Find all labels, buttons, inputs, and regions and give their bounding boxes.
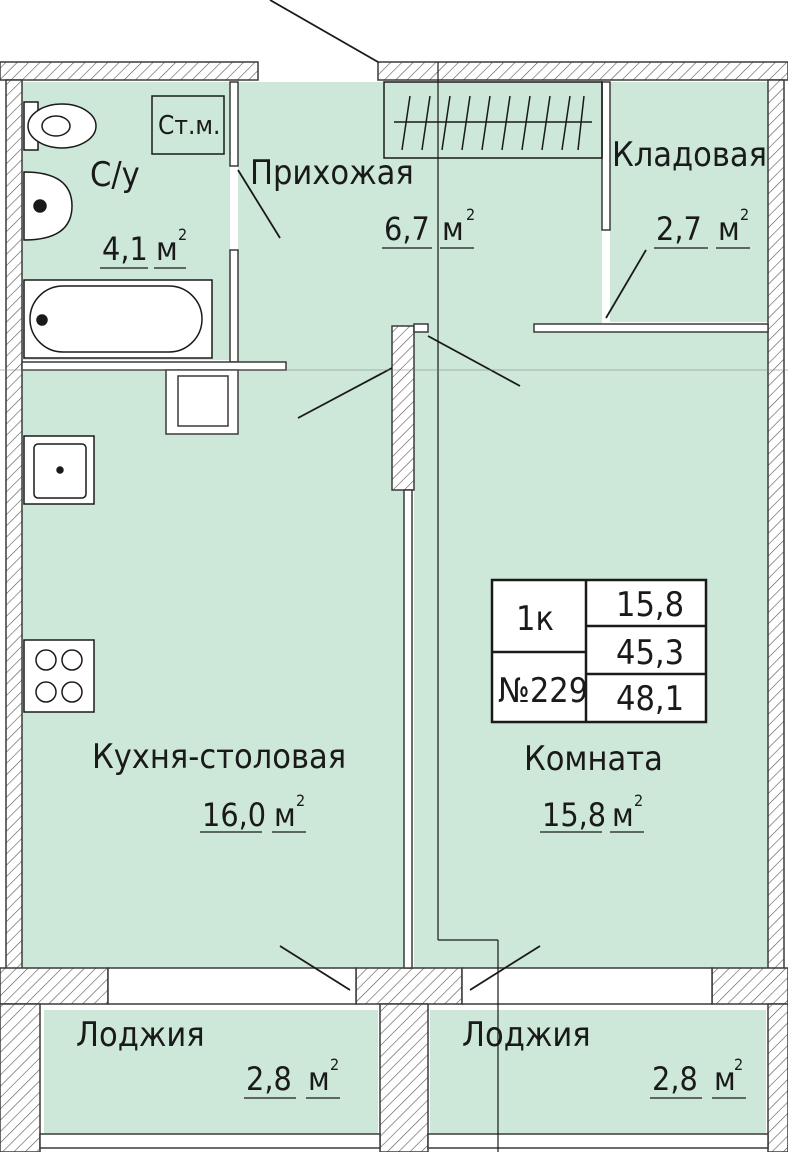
top-wall-right — [377, 61, 788, 81]
walls — [0, 61, 788, 1152]
loggia-left-sup: 2 — [330, 1055, 339, 1074]
entrance-door-leaf — [269, 0, 379, 63]
loggia-right-floor — [430, 1010, 766, 1134]
storage-floor — [610, 82, 768, 322]
storage-wall-bottom — [533, 323, 769, 333]
total-area: 45,3 — [616, 633, 684, 673]
stove-icon — [23, 639, 95, 713]
utility-tag-box — [151, 95, 225, 155]
hallway-unit: м — [442, 210, 464, 248]
loggia-right-rail — [427, 1133, 769, 1149]
storage-name: Кладовая — [612, 135, 767, 175]
loggia-right-unit: м — [714, 1060, 736, 1098]
storage-sup: 2 — [740, 205, 749, 224]
right-wall — [767, 79, 785, 971]
loggia-left-area: 2,8 — [246, 1060, 292, 1098]
loggia-right-door — [469, 945, 541, 991]
kitchen-area: 16,0 — [202, 796, 266, 834]
bathroom-unit: м — [156, 230, 178, 268]
loggia-left-rail — [39, 1133, 381, 1149]
bathroom-sup: 2 — [178, 225, 187, 244]
area-underlines — [100, 247, 750, 1099]
hallway-name: Прихожая — [250, 153, 414, 193]
loggia-right-side — [767, 1003, 788, 1152]
left-wall — [5, 79, 23, 971]
toilet-icon — [23, 101, 97, 151]
bottom-wall-right — [711, 967, 788, 1005]
apartment-number: №229 — [498, 671, 588, 711]
hallway-area: 6,7 — [384, 210, 430, 248]
apartment-type: 1к — [516, 599, 554, 639]
loggia-left-name: Лоджия — [76, 1015, 205, 1055]
room-labels: Ст.м. С/у 4,1 м 2 Прихожая 6,7 м 2 Кладо… — [76, 111, 767, 1098]
room-unit: м — [612, 796, 634, 834]
window-left — [107, 967, 357, 1005]
bath-wall-bottom — [21, 361, 287, 371]
bath-wall-right-bottom — [229, 249, 239, 363]
storage-area: 2,7 — [656, 210, 702, 248]
bottom-wall-mid — [355, 967, 463, 1005]
room-area: 15,8 — [542, 796, 606, 834]
fixtures — [23, 95, 225, 713]
washbasin-icon — [23, 171, 73, 241]
loggia-divider — [379, 1003, 429, 1152]
room-sup: 2 — [634, 791, 643, 810]
loggia-left-door — [279, 945, 351, 991]
bathtub-icon — [23, 279, 213, 359]
loggia-right-sup: 2 — [734, 1055, 743, 1074]
storage-unit: м — [718, 210, 740, 248]
partitions — [21, 81, 769, 969]
bathroom-area: 4,1 — [102, 230, 148, 268]
storage-wall-left — [601, 81, 611, 231]
window-right — [461, 967, 713, 1005]
storage-door-leaf — [605, 249, 647, 319]
living-area: 15,8 — [616, 585, 684, 625]
kitchen-sup: 2 — [296, 791, 305, 810]
total-with-loggia: 48,1 — [616, 679, 684, 719]
center-column — [391, 325, 415, 491]
kitchen-name: Кухня-столовая — [92, 737, 346, 777]
hall-room-stub — [413, 323, 429, 333]
bath-door-leaf — [237, 169, 281, 239]
room-door-leaf — [427, 335, 521, 387]
kitchen-room-partition — [403, 489, 413, 969]
wardrobe — [383, 81, 603, 159]
shaft-inner — [177, 375, 229, 427]
loggia-left-floor — [44, 1010, 378, 1134]
loggia-right-name: Лоджия — [462, 1015, 591, 1055]
top-wall-left — [0, 61, 259, 81]
loggia-left-unit: м — [308, 1060, 330, 1098]
utility-tag: Ст.м. — [158, 111, 220, 141]
bathroom-name: С/у — [90, 155, 140, 195]
kitchen-sink-icon — [23, 435, 95, 505]
bath-wall-right-top — [229, 81, 239, 167]
bottom-wall-left — [0, 967, 109, 1005]
kitchen-door-leaf — [297, 367, 393, 419]
loggia-left-side — [0, 1003, 41, 1152]
room-name: Комната — [524, 739, 663, 779]
kitchen-unit: м — [274, 796, 296, 834]
hallway-sup: 2 — [466, 205, 475, 224]
summary-table: 1к №229 15,8 45,3 48,1 — [490, 578, 708, 724]
loggia-right-area: 2,8 — [652, 1060, 698, 1098]
